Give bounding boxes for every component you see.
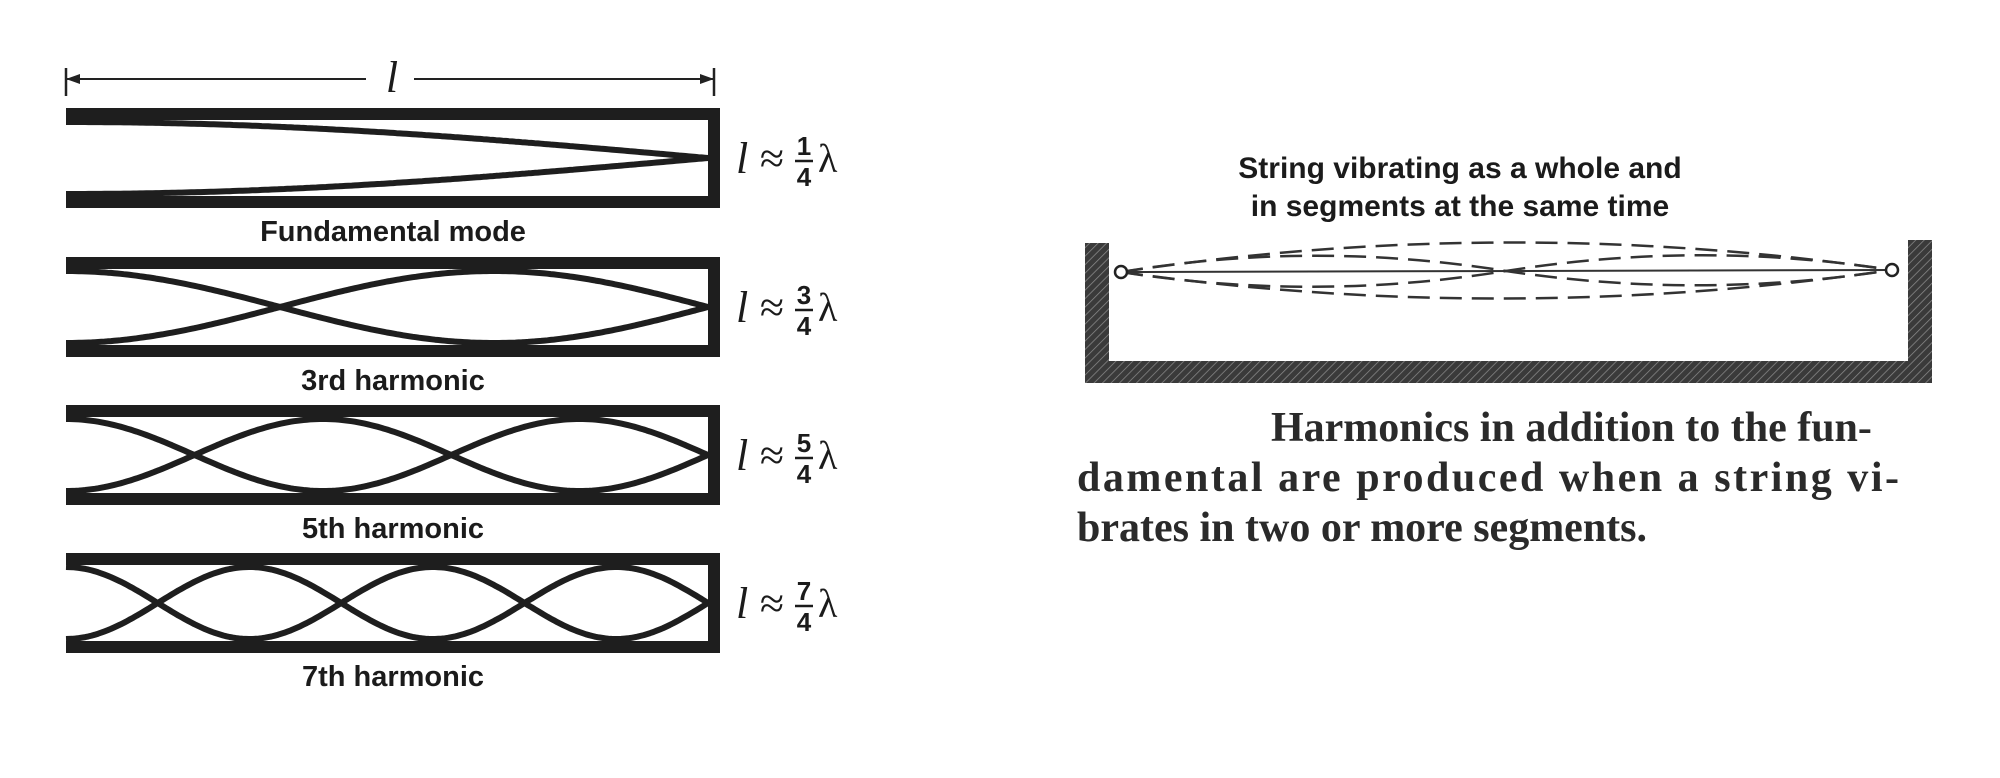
pipe-bottom-wall <box>66 345 720 357</box>
wave-envelope-upper <box>66 416 710 494</box>
pipe-closed-end <box>708 553 720 653</box>
pipe-relation: l ≈ <box>736 579 783 628</box>
fraction-denominator: 4 <box>797 459 812 489</box>
pipe-relation: l ≈ <box>736 134 783 183</box>
pipe-closed-end <box>708 405 720 505</box>
string-segment-wave-b <box>1120 254 1893 288</box>
fraction-numerator: 7 <box>797 576 811 606</box>
pipe-caption: 5th harmonic <box>302 513 484 545</box>
frame-right-post <box>1908 240 1932 383</box>
dimension-arrow-left <box>66 74 80 84</box>
fraction-denominator: 4 <box>797 607 812 637</box>
length-dimension: l <box>64 53 716 102</box>
pipe-bottom-wall <box>66 641 720 653</box>
string-diagram: String vibrating as a whole and in segme… <box>1085 152 1932 383</box>
pipe-caption: Fundamental mode <box>260 216 526 248</box>
pipe-caption: 7th harmonic <box>302 661 484 693</box>
fraction-numerator: 5 <box>797 428 811 458</box>
vibrating-string <box>1113 241 1900 300</box>
wave-envelope-lower <box>65 564 710 642</box>
description-line2: damental are produced when a string vi- <box>1077 455 1899 501</box>
fraction-numerator: 1 <box>797 131 811 161</box>
pipe-top-wall <box>66 553 720 565</box>
wave-envelope-upper <box>66 268 709 346</box>
pipe-bottom-wall <box>66 493 720 505</box>
string-right-peg <box>1884 262 1900 278</box>
pipe-top-wall <box>66 108 720 120</box>
fraction-denominator: 4 <box>797 162 812 192</box>
wavelength-symbol: λ <box>818 581 838 626</box>
string-left-peg <box>1113 264 1129 280</box>
pipe-relation: l ≈ <box>736 431 783 480</box>
pipe-bottom-wall <box>66 196 720 208</box>
description-paragraph: Harmonics in addition to the fun- dament… <box>1077 405 1899 551</box>
string-diagram-title-line1: String vibrating as a whole and <box>1238 152 1681 185</box>
pipe-closed-end <box>708 108 720 208</box>
wavelength-symbol: λ <box>818 433 838 478</box>
string-diagram-title-line2: in segments at the same time <box>1251 190 1669 223</box>
pipe-top-wall <box>66 257 720 269</box>
string-frame <box>1085 240 1932 383</box>
description-line3: brates in two or more segments. <box>1077 505 1647 551</box>
fraction-numerator: 3 <box>797 280 811 310</box>
wave-envelope-lower <box>66 155 709 197</box>
fraction-denominator: 4 <box>797 311 812 341</box>
wave-envelope-lower <box>66 416 710 494</box>
wave-envelope-upper <box>65 564 710 642</box>
length-symbol: l <box>386 53 398 102</box>
wavelength-symbol: λ <box>818 285 838 330</box>
pipe-caption: 3rd harmonic <box>301 365 485 397</box>
pipe-closed-end <box>708 257 720 357</box>
wavelength-symbol: λ <box>818 136 838 181</box>
pipe-relation: l ≈ <box>736 283 783 332</box>
frame-base <box>1085 361 1932 383</box>
description-line1: Harmonics in addition to the fun- <box>1271 405 1872 451</box>
dimension-arrow-right <box>700 74 714 84</box>
wave-envelope-upper <box>66 119 709 161</box>
frame-left-post <box>1085 243 1109 383</box>
wave-envelope-lower <box>66 268 709 346</box>
pipe-top-wall <box>66 405 720 417</box>
